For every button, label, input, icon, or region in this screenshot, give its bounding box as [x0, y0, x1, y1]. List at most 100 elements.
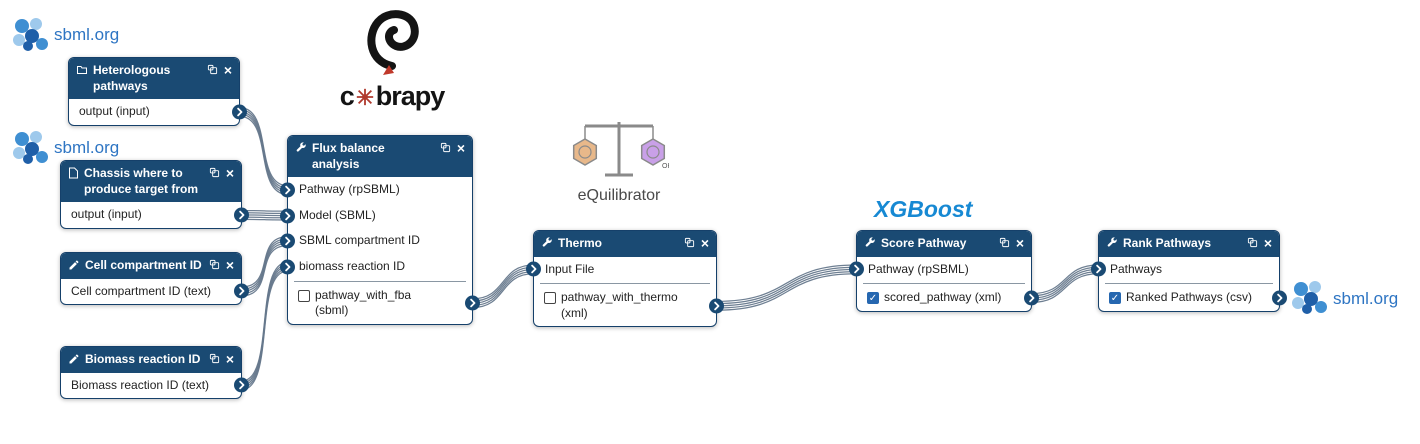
connection-wire[interactable]: [716, 266, 857, 305]
connection-wire[interactable]: [1031, 273, 1099, 304]
input-connector[interactable]: [280, 208, 295, 224]
pencil-icon: [68, 353, 80, 365]
node-rank-pathways[interactable]: Rank Pathways × Pathways ✓ Ranked Pathwa…: [1091, 230, 1287, 312]
file-icon: [68, 167, 79, 179]
connection-wire[interactable]: [239, 115, 288, 196]
node-title: Heterologous pathways: [93, 63, 171, 93]
close-icon[interactable]: ×: [700, 235, 709, 251]
input-connector[interactable]: [849, 261, 864, 277]
duplicate-icon[interactable]: [440, 142, 451, 153]
duplicate-icon[interactable]: [209, 259, 220, 270]
divider: [863, 283, 1025, 285]
connection-wire[interactable]: [239, 109, 288, 189]
node-header[interactable]: Score Pathway ×: [857, 231, 1031, 257]
close-icon[interactable]: ×: [1263, 235, 1272, 251]
output-checkbox[interactable]: ✓: [867, 292, 879, 305]
node-flux-balance-analysis[interactable]: Flux balance analysis × Pathway (rpSBML)…: [280, 135, 480, 325]
node-score-pathway[interactable]: Score Pathway × Pathway (rpSBML) ✓ score…: [849, 230, 1039, 312]
node-header[interactable]: Biomass reaction ID ×: [61, 347, 241, 373]
connection-wire[interactable]: [239, 106, 288, 187]
close-icon[interactable]: ×: [223, 62, 232, 78]
close-icon[interactable]: ×: [225, 351, 234, 367]
output-label: Biomass reaction ID (text): [71, 377, 210, 392]
connection-wire[interactable]: [716, 270, 857, 309]
input-row: Input File: [526, 257, 716, 283]
close-icon[interactable]: ×: [225, 165, 234, 181]
connection-wire[interactable]: [241, 261, 288, 382]
connection-wire[interactable]: [1031, 264, 1099, 295]
output-connector[interactable]: [465, 295, 480, 311]
duplicate-icon[interactable]: [209, 167, 220, 178]
svg-text:OH: OH: [662, 163, 669, 170]
divider: [540, 283, 710, 285]
node-header[interactable]: Chassis where to produce target from ×: [61, 161, 241, 203]
output-label: output (input): [79, 104, 150, 119]
folder-icon: [76, 64, 88, 76]
input-connector[interactable]: [280, 182, 295, 198]
connection-wire[interactable]: [472, 270, 534, 306]
connection-wire[interactable]: [472, 264, 534, 300]
connection-wire[interactable]: [472, 273, 534, 309]
connection-wire[interactable]: [716, 264, 857, 303]
input-connector[interactable]: [1091, 261, 1106, 277]
output-connector[interactable]: [232, 104, 247, 120]
connection-wire[interactable]: [1031, 268, 1099, 299]
duplicate-icon[interactable]: [1247, 237, 1258, 248]
duplicate-icon[interactable]: [207, 64, 218, 75]
node-header[interactable]: Cell compartment ID ×: [61, 253, 241, 279]
duplicate-icon[interactable]: [999, 237, 1010, 248]
connection-wire[interactable]: [239, 111, 288, 191]
node-cell-compartment-id[interactable]: Cell compartment ID × Cell compartment I…: [60, 252, 249, 306]
connection-wire[interactable]: [716, 268, 857, 307]
connection-wire[interactable]: [239, 113, 288, 193]
wrench-icon: [295, 142, 307, 154]
input-label: biomass reaction ID: [299, 258, 406, 273]
output-label: Cell compartment ID (text): [71, 283, 212, 298]
duplicate-icon[interactable]: [684, 237, 695, 248]
output-connector[interactable]: [709, 298, 724, 314]
input-connector[interactable]: [526, 261, 541, 277]
connection-wire[interactable]: [1031, 266, 1099, 297]
output-connector[interactable]: [1024, 290, 1039, 306]
output-connector[interactable]: [1272, 290, 1287, 306]
node-header[interactable]: Flux balance analysis ×: [288, 136, 472, 178]
node-title: Biomass reaction ID: [85, 352, 201, 366]
node-title: Chassis where to produce target from: [84, 166, 199, 196]
connection-wire[interactable]: [472, 268, 534, 304]
output-label: output (input): [71, 207, 142, 222]
output-row: ✓ Ranked Pathways (csv): [1099, 285, 1287, 311]
output-checkbox[interactable]: [544, 292, 556, 305]
node-heterologous-pathways[interactable]: Heterologous pathways × output (input): [68, 57, 247, 126]
pencil-icon: [68, 259, 80, 271]
output-checkbox[interactable]: [298, 289, 310, 302]
close-icon[interactable]: ×: [456, 140, 465, 156]
wrench-icon: [864, 237, 876, 249]
node-header[interactable]: Heterologous pathways ×: [69, 58, 239, 100]
input-connector[interactable]: [280, 233, 295, 249]
connection-wire[interactable]: [472, 266, 534, 302]
output-connector[interactable]: [234, 207, 249, 223]
output-label: Ranked Pathways (csv): [1126, 290, 1253, 305]
node-chassis[interactable]: Chassis where to produce target from × o…: [60, 160, 249, 229]
node-header[interactable]: Rank Pathways ×: [1099, 231, 1279, 257]
connection-wire[interactable]: [241, 263, 288, 384]
connection-wire[interactable]: [241, 268, 288, 389]
output-connector[interactable]: [234, 283, 249, 299]
node-biomass-reaction-id[interactable]: Biomass reaction ID × Biomass reaction I…: [60, 346, 249, 400]
node-header[interactable]: Thermo ×: [534, 231, 716, 257]
close-icon[interactable]: ×: [225, 257, 234, 273]
wrench-icon: [1106, 237, 1118, 249]
duplicate-icon[interactable]: [209, 353, 220, 364]
close-icon[interactable]: ×: [1015, 235, 1024, 251]
input-connector[interactable]: [280, 259, 295, 275]
output-connector[interactable]: [234, 377, 249, 393]
node-thermo[interactable]: Thermo × Input File pathway_with_thermo …: [526, 230, 724, 328]
connection-wire[interactable]: [716, 273, 857, 311]
connection-wire[interactable]: [241, 266, 288, 387]
connection-wire[interactable]: [1031, 270, 1099, 301]
input-label: SBML compartment ID: [299, 233, 420, 248]
equilibrator-wordmark: eQuilibrator: [577, 187, 661, 204]
output-checkbox[interactable]: ✓: [1109, 292, 1121, 305]
input-label: Input File: [545, 261, 595, 276]
